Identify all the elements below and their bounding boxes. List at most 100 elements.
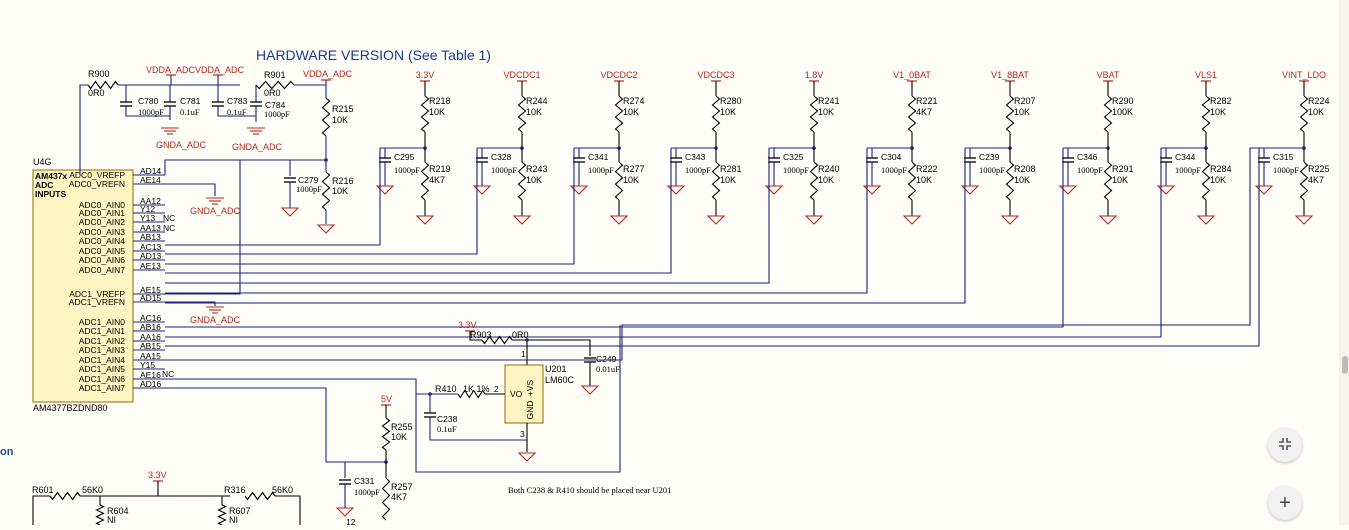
rail-label: VINT_LDO	[1282, 70, 1326, 80]
pin-ball: Y13	[140, 213, 155, 223]
resistor-symbol	[321, 171, 331, 211]
divider-rt-ref: R280	[720, 96, 742, 106]
u4g-header-3: INPUTS	[35, 189, 67, 199]
c249-val: 0.01uF	[596, 364, 620, 374]
ground-symbol	[517, 452, 537, 462]
rail-label: V1_0BAT	[893, 70, 931, 80]
divider-rt-ref: R224	[1308, 96, 1330, 106]
divider-rt-ref: R241	[818, 96, 840, 106]
resistor-symbol	[1005, 161, 1015, 201]
divider-rb-val: 10K	[526, 175, 542, 185]
bl-wire	[32, 495, 50, 525]
divider-cap-val: 1000pF	[1175, 165, 1201, 175]
divider-cap-val: 1000pF	[1077, 165, 1103, 175]
r607-ref: R607	[229, 506, 251, 516]
divider-rt-val: 10K	[720, 107, 736, 117]
resistor-symbol	[381, 417, 391, 451]
resistor-symbol	[1103, 161, 1113, 201]
scrollbar-thumb[interactable]	[1342, 356, 1348, 374]
pin-label: ADC0_AIN3	[79, 227, 126, 237]
fit-to-screen-button[interactable]	[1268, 428, 1302, 462]
pin-label: ADC1_AIN3	[79, 345, 126, 355]
pin-label: ADC1_VREFP	[69, 289, 125, 299]
rail-label: 1.8V	[805, 70, 824, 80]
divider-rt-val: 10K	[818, 107, 834, 117]
pin-ball: AE15	[140, 285, 161, 295]
bl-right	[275, 495, 301, 525]
resistor-symbol	[517, 95, 527, 133]
pin-label: ADC0_AIN6	[79, 255, 126, 265]
ground-symbol	[580, 385, 600, 395]
resistor-symbol	[321, 97, 331, 137]
resistor-symbol	[244, 491, 276, 501]
divider-rb-val: 10K	[1014, 175, 1030, 185]
pin-ball: AB13	[140, 232, 161, 242]
divider-cap-val: 1000pF	[394, 165, 420, 175]
resistor-symbol	[1299, 161, 1309, 201]
divider-rb-ref: R225	[1308, 164, 1330, 174]
zoom-in-button[interactable]: +	[1268, 486, 1302, 520]
divider-cap-ref: C328	[491, 152, 512, 162]
pin-ball: AB16	[140, 322, 161, 332]
pin-label: ADC0_AIN7	[79, 265, 126, 275]
divider-rt-val: 10K	[623, 107, 639, 117]
resistor-symbol	[907, 95, 917, 133]
divider-route	[165, 148, 381, 246]
ground-symbol	[764, 185, 784, 195]
u201-ref: U201	[545, 364, 567, 374]
pin-ball: AD15	[140, 293, 162, 303]
pin-label: ADC1_AIN6	[79, 374, 126, 384]
divider-cap-val: 1000pF	[783, 165, 809, 175]
pin-label: ADC0_AIN2	[79, 217, 126, 227]
pin-label: ADC0_VREFP	[69, 170, 125, 180]
divider-route	[165, 148, 1162, 338]
r903-right	[512, 339, 591, 356]
resistor-symbol	[481, 335, 513, 345]
pin-ball: Y12	[140, 204, 155, 214]
ground-symbol	[569, 185, 589, 195]
r604-ref: R604	[107, 506, 129, 516]
r900-ref: R900	[88, 69, 110, 79]
rail-label: V1_8BAT	[991, 70, 1029, 80]
pin-label: ADC1_AIN0	[79, 317, 126, 327]
ground-symbol	[415, 215, 435, 225]
vertical-scrollbar[interactable]	[1339, 0, 1349, 525]
divider-rt-ref: R218	[429, 96, 451, 106]
gnda-label: GNDA_ADC	[232, 142, 283, 152]
divider-rt-val: 100K	[1112, 107, 1133, 117]
c238-val: 0.1uF	[437, 424, 457, 434]
ground-symbol	[1098, 215, 1118, 225]
pin-ball: AD13	[140, 251, 162, 261]
r316-ref: R316	[224, 485, 246, 495]
resistor-symbol	[1201, 161, 1211, 201]
c783-ref: C783	[227, 96, 248, 106]
r607-val: NI	[229, 515, 238, 525]
divider-rb-ref: R291	[1112, 164, 1134, 174]
c331-ref: C331	[354, 476, 375, 486]
divider-rb-ref: R219	[429, 164, 451, 174]
r216-val: 10K	[332, 186, 348, 196]
temp-loop-route	[415, 325, 621, 473]
vrefp-left-wire	[79, 84, 88, 175]
r901-val: 0R0	[264, 88, 281, 98]
u201-pin2: 2	[494, 384, 499, 394]
divider-rb-val: 4K7	[429, 175, 445, 185]
divider-rb-val: 4K7	[1308, 175, 1324, 185]
divider-route	[165, 148, 770, 284]
vdda-label: VDDA_ADC	[146, 65, 196, 75]
bottom-rail-label: 5V	[381, 394, 392, 404]
resistor-symbol	[1299, 95, 1309, 133]
pin-label: ADC0_AIN5	[79, 246, 126, 256]
vrefn1-wire	[165, 301, 216, 306]
divider-route	[165, 148, 868, 294]
r410-val: 1K 1%	[463, 384, 490, 394]
u201-vo-pin: VO	[510, 389, 523, 399]
ground-symbol	[804, 215, 824, 225]
gnda-label: GNDA_ADC	[156, 140, 207, 150]
divider-cap-val: 1000pF	[491, 165, 517, 175]
u201-pin1: 1	[521, 349, 526, 359]
divider-cap-val: 1000pF	[685, 165, 711, 175]
divider-route	[165, 148, 1260, 347]
divider-rb-val: 10K	[1210, 175, 1226, 185]
